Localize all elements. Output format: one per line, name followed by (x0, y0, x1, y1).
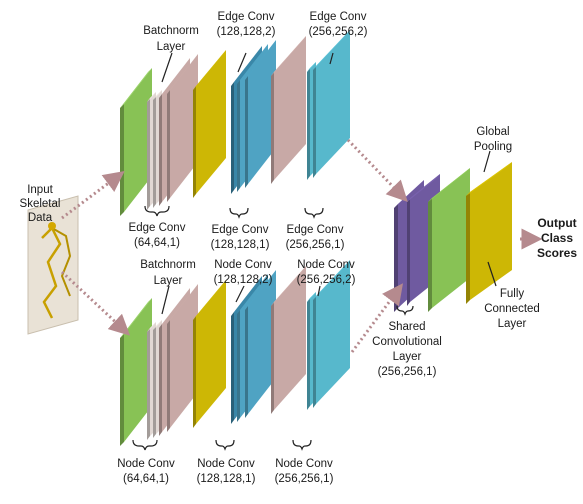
arrow-input-to-bottom (60, 270, 131, 336)
bottom-conv256-cyan-b (313, 260, 350, 408)
bottom-nodeconv-128x1-label-2: (128,128,1) (197, 473, 256, 485)
bottom-nodeconv-64x1-label-2: (64,64,1) (123, 473, 169, 485)
bottom-conv256-pink (271, 266, 306, 414)
top-conv64-b (167, 54, 198, 202)
bottom-batchnorm-label-1: Batchnorm (140, 259, 196, 271)
top-batchnorm-label-1: Batchnorm (143, 25, 199, 37)
input-label-1: Input (27, 184, 53, 196)
top-edgeconv-256-label-1: Edge Conv (310, 11, 367, 23)
input-label-3: Data (28, 212, 53, 224)
bottom-batchnorm-label-2: Layer (154, 275, 183, 287)
bottom-nodeconv-256x1-label-2: (256,256,1) (275, 473, 334, 485)
fc-label-3: Layer (498, 318, 527, 330)
fc-label-2: Connected (484, 303, 540, 315)
label-pointers (132, 52, 497, 451)
top-edgeconv-64x1-label-2: (64,64,1) (134, 237, 180, 249)
layer-stack-group (120, 30, 512, 446)
connection-arrows (60, 138, 543, 353)
shared-conv-label-2: Convolutional (372, 336, 442, 348)
top-edgeconv-256x1-label-1: Edge Conv (287, 224, 344, 236)
bottom-conv64-b (167, 284, 198, 432)
global-pooling-label-2: Pooling (474, 141, 512, 153)
bottom-conv128-yellow (193, 280, 226, 428)
top-edgeconv-128x1-label-2: (128,128,1) (211, 239, 270, 251)
top-edgeconv-256-label-2: (256,256,2) (309, 26, 368, 38)
bottom-nodeconv-128-label-1: Node Conv (214, 259, 272, 271)
top-conv128-blue-c (245, 40, 276, 188)
fc-label-1: Fully (500, 288, 525, 300)
top-conv256-cyan-b (313, 30, 350, 178)
arrow-top-to-shared (346, 138, 408, 203)
skeleton-input-image (27, 195, 79, 335)
output-label-3: Scores (537, 246, 577, 260)
bottom-nodeconv-256-label-2: (256,256,2) (297, 274, 356, 286)
bottom-nodeconv-64x1-label-1: Node Conv (117, 458, 175, 470)
bottom-conv128-blue-c (245, 270, 276, 418)
top-conv128-yellow (193, 50, 226, 198)
top-conv256-pink (271, 36, 306, 184)
arrow-input-to-top (61, 170, 125, 220)
output-label-1: Output (537, 216, 576, 230)
global-pooling-layer (428, 168, 470, 312)
bottom-nodeconv-256-label-1: Node Conv (297, 259, 355, 271)
fully-connected-layer (466, 162, 512, 304)
global-pooling-label-1: Global (476, 126, 509, 138)
top-batchnorm-label-2: Layer (157, 41, 186, 53)
bottom-nodeconv-128-label-2: (128,128,2) (214, 274, 273, 286)
shared-conv-label-4: (256,256,1) (378, 366, 437, 378)
bottom-nodeconv-128x1-label-1: Node Conv (197, 458, 255, 470)
shared-conv-label-1: Shared (388, 321, 425, 333)
shared-conv-label-3: Layer (393, 351, 422, 363)
bottom-nodeconv-256x1-label-1: Node Conv (275, 458, 333, 470)
top-edgeconv-128-label-1: Edge Conv (218, 11, 275, 23)
input-label-2: Skeletal (20, 198, 61, 210)
top-edgeconv-256x1-label-2: (256,256,1) (286, 239, 345, 251)
top-edgeconv-64x1-label-1: Edge Conv (129, 222, 186, 234)
top-edgeconv-128x1-label-1: Edge Conv (212, 224, 269, 236)
top-edgeconv-128-label-2: (128,128,2) (217, 26, 276, 38)
output-label-2: Class (541, 231, 573, 245)
